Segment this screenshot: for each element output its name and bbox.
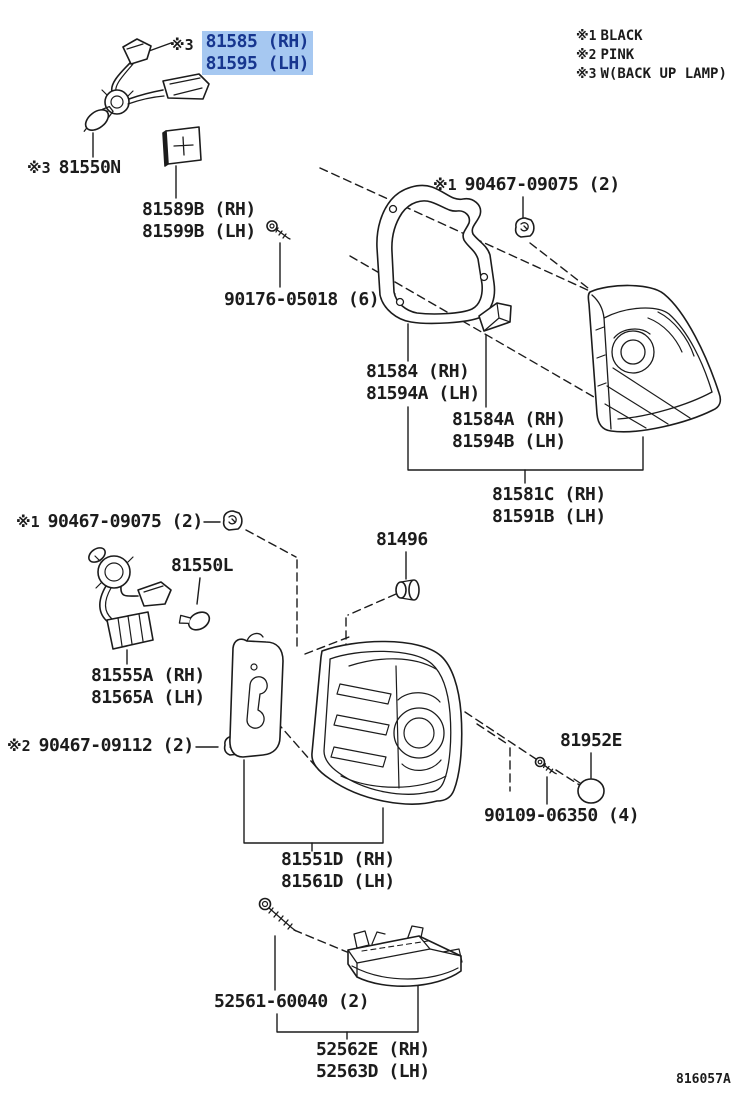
label-bracket[interactable]: 52562E (RH) 52563D (LH)	[316, 1039, 430, 1083]
label-screw-90109[interactable]: 90109-06350 (4)	[484, 805, 640, 827]
tail-lamp-outer-drawing	[312, 641, 462, 804]
ref-marker: ※1	[16, 513, 40, 531]
ref-marker: ※1	[433, 176, 457, 194]
part-number: 90467-09075 (2)	[464, 174, 621, 195]
part-number: 90467-09112 (2)	[38, 735, 195, 756]
part-number: 90109-06350 (4)	[484, 805, 640, 826]
label-screw-90176[interactable]: 90176-05018 (6)	[224, 289, 380, 311]
bulb-81550l-drawing	[176, 603, 212, 637]
label-packing-inner[interactable]: 81584A (RH) 81594B (LH)	[452, 409, 566, 453]
part-number-rh: 81584 (RH)	[366, 361, 470, 382]
part-number-rh: 81555A (RH)	[91, 665, 205, 686]
part-number: 81550N	[58, 157, 122, 178]
bracket-drawing	[348, 926, 462, 986]
part-number: 90467-09075 (2)	[47, 511, 204, 532]
packing-strip-drawing	[230, 634, 283, 757]
label-harness-inner[interactable]: ※3 81585 (RH) 81595 (LH)	[170, 31, 313, 75]
part-number-rh: 81585 (RH)	[205, 31, 310, 52]
bulb-backup-drawing	[79, 103, 116, 137]
part-number-lh: 81595 (LH)	[205, 53, 310, 74]
part-number: 81952E	[560, 730, 623, 751]
projection-lines	[246, 168, 594, 952]
label-screw-52561[interactable]: 52561-60040 (2)	[214, 991, 370, 1013]
label-clip-low[interactable]: ※2 90467-09112 (2)	[7, 735, 194, 757]
part-number-lh: 81599B (LH)	[142, 221, 256, 242]
part-number: 90176-05018 (6)	[224, 289, 380, 310]
packing-inner-drawing	[479, 303, 511, 331]
part-number-lh: 81565A (LH)	[91, 687, 205, 708]
label-clip-mid[interactable]: ※1 90467-09075 (2)	[16, 511, 203, 533]
label-bulb-backup[interactable]: ※3 81550N	[27, 157, 121, 179]
part-number-rh: 81589B (RH)	[142, 199, 256, 220]
part-number-lh: 81594A (LH)	[366, 383, 480, 404]
tail-lamp-inner-drawing	[588, 285, 720, 431]
part-number: 81496	[376, 529, 428, 550]
label-clip-top[interactable]: ※1 90467-09075 (2)	[433, 174, 620, 196]
ref-marker: ※3	[170, 36, 194, 54]
part-number-lh: 81591B (LH)	[492, 506, 606, 527]
label-packing-backup[interactable]: 81589B (RH) 81599B (LH)	[142, 199, 256, 243]
harness-outer-drawing	[86, 545, 171, 649]
screw-90176-drawing	[266, 220, 291, 240]
label-grommet-81952e[interactable]: 81952E	[560, 730, 623, 752]
label-lamp-inner[interactable]: 81581C (RH) 81591B (LH)	[492, 484, 606, 528]
part-number-lh: 81561D (LH)	[281, 871, 395, 892]
grommet-81496-drawing	[396, 580, 419, 600]
harness-inner-drawing	[102, 39, 209, 116]
part-number-rh: 52562E (RH)	[316, 1039, 430, 1060]
screw-90109-drawing	[534, 756, 557, 775]
packing-backup-drawing	[163, 127, 201, 166]
clip-top-drawing	[514, 217, 535, 238]
part-number-rh: 81551D (RH)	[281, 849, 395, 870]
screw-52561-drawing	[260, 899, 297, 932]
grommet-81952e-drawing	[574, 779, 604, 803]
label-gasket[interactable]: 81584 (RH) 81594A (LH)	[366, 361, 480, 405]
label-harness-outer[interactable]: 81555A (RH) 81565A (LH)	[91, 665, 205, 709]
label-lamp-outer[interactable]: 81551D (RH) 81561D (LH)	[281, 849, 395, 893]
part-number-lh: 52563D (LH)	[316, 1061, 430, 1082]
label-bulb-81550l[interactable]: 81550L	[171, 555, 234, 577]
highlighted-part-number[interactable]: 81585 (RH) 81595 (LH)	[201, 31, 313, 75]
leader-lines	[93, 43, 643, 1039]
figure-code: 816057A	[676, 1072, 731, 1087]
part-number-rh: 81584A (RH)	[452, 409, 566, 430]
part-number-rh: 81581C (RH)	[492, 484, 606, 505]
label-grommet-81496[interactable]: 81496	[376, 529, 428, 551]
part-number-lh: 81594B (LH)	[452, 431, 566, 452]
ref-marker: ※3	[27, 159, 51, 177]
part-number: 81550L	[171, 555, 234, 576]
gasket-drawing	[377, 186, 495, 324]
part-number: 52561-60040 (2)	[214, 991, 370, 1012]
ref-marker: ※2	[7, 737, 31, 755]
clip-mid-drawing	[222, 510, 243, 531]
